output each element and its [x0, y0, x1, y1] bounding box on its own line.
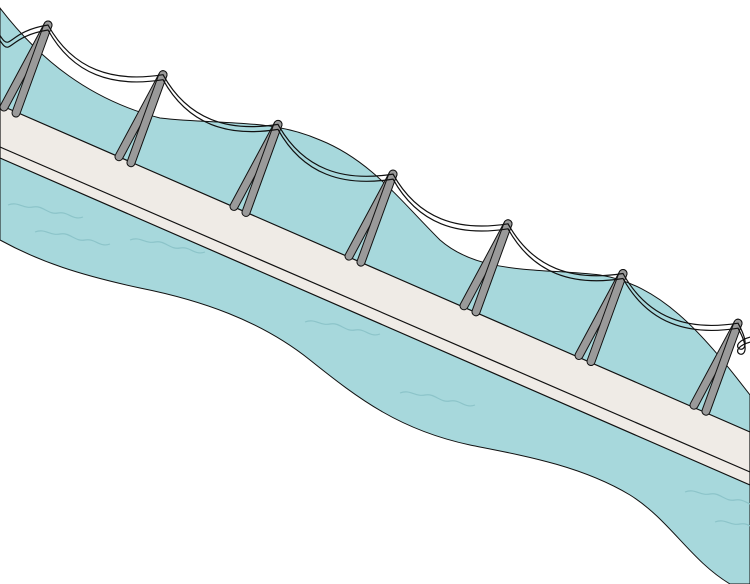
water-ripples — [7, 203, 750, 527]
tower — [229, 119, 283, 217]
wave-line — [7, 203, 84, 219]
wave-line — [684, 490, 750, 505]
wave-line — [714, 520, 750, 527]
tower — [114, 70, 168, 168]
cable — [0, 29, 750, 355]
wave-line — [34, 230, 111, 246]
wave-line — [399, 391, 476, 407]
bridge-deck — [0, 104, 750, 486]
tower — [0, 20, 53, 118]
tower — [459, 219, 513, 317]
wave-line — [129, 238, 206, 254]
suspension-cables — [0, 24, 750, 355]
cable — [0, 24, 750, 350]
bridge-towers — [0, 20, 743, 416]
wave-line — [304, 320, 381, 336]
tower — [689, 318, 743, 416]
tower — [574, 269, 628, 366]
tower — [344, 169, 398, 267]
